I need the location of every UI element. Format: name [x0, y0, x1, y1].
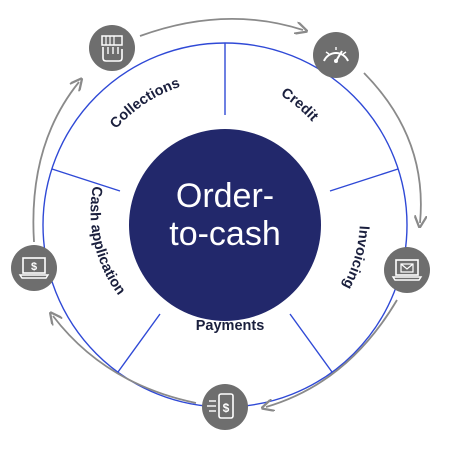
laptop-dollar-icon: $ [11, 245, 57, 291]
center-circle [129, 129, 321, 321]
arrow-invoicing-to-payments [266, 299, 398, 407]
center-title-line1: Order- [176, 177, 274, 215]
invoice-laptop-icon [384, 247, 430, 293]
svg-text:$: $ [223, 401, 230, 415]
svg-text:$: $ [31, 261, 37, 273]
segment-dividers [51, 43, 399, 373]
arrow-payments-to-cash-application [53, 316, 197, 404]
arrow-cash-application-to-collections [32, 82, 79, 243]
hand-card-icon [89, 25, 135, 71]
arrow-collections-to-credit [139, 17, 303, 37]
arrow-credit-to-invoicing [363, 72, 421, 223]
mobile-payment-icon: $ [202, 384, 248, 430]
cycle-arrows [32, 17, 421, 407]
gauge-icon [313, 32, 359, 78]
segment-label-payments: Payments [196, 318, 265, 334]
center-title-line2: to-cash [169, 215, 281, 253]
